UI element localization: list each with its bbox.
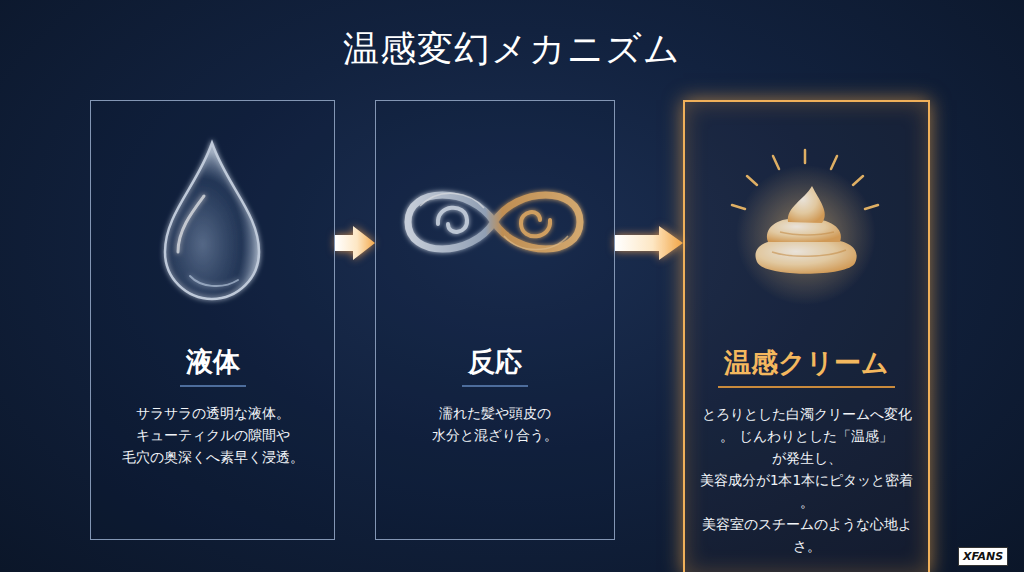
flow-arrow	[615, 226, 683, 260]
brand-logo: XFANS	[958, 547, 1008, 566]
stage-panel: 液体サラサラの透明な液体。 キューティクルの隙間や 毛穴の奥深くへ素早く浸透。	[90, 100, 335, 540]
stage-heading: 液体	[180, 345, 246, 387]
stage-panel: 温感クリームとろりとした白濁クリームへ変化。 じんわりとした「温感」が発生し、 …	[683, 100, 930, 572]
flow-arrow	[335, 226, 375, 260]
diagram-title: 温感変幻メカニズム	[0, 26, 1024, 72]
stage-panel: 反応濡れた髪や頭皮の 水分と混ざり合う。	[375, 100, 615, 540]
stage-description: サラサラの透明な液体。 キューティクルの隙間や 毛穴の奥深くへ素早く浸透。	[91, 402, 334, 468]
stage-heading: 反応	[462, 345, 528, 387]
stage-heading: 温感クリーム	[718, 346, 895, 388]
stage-description: 濡れた髪や頭皮の 水分と混ざり合う。	[376, 402, 614, 446]
stage-description: とろりとした白濁クリームへ変化。 じんわりとした「温感」が発生し、 美容成分が1…	[685, 403, 928, 557]
